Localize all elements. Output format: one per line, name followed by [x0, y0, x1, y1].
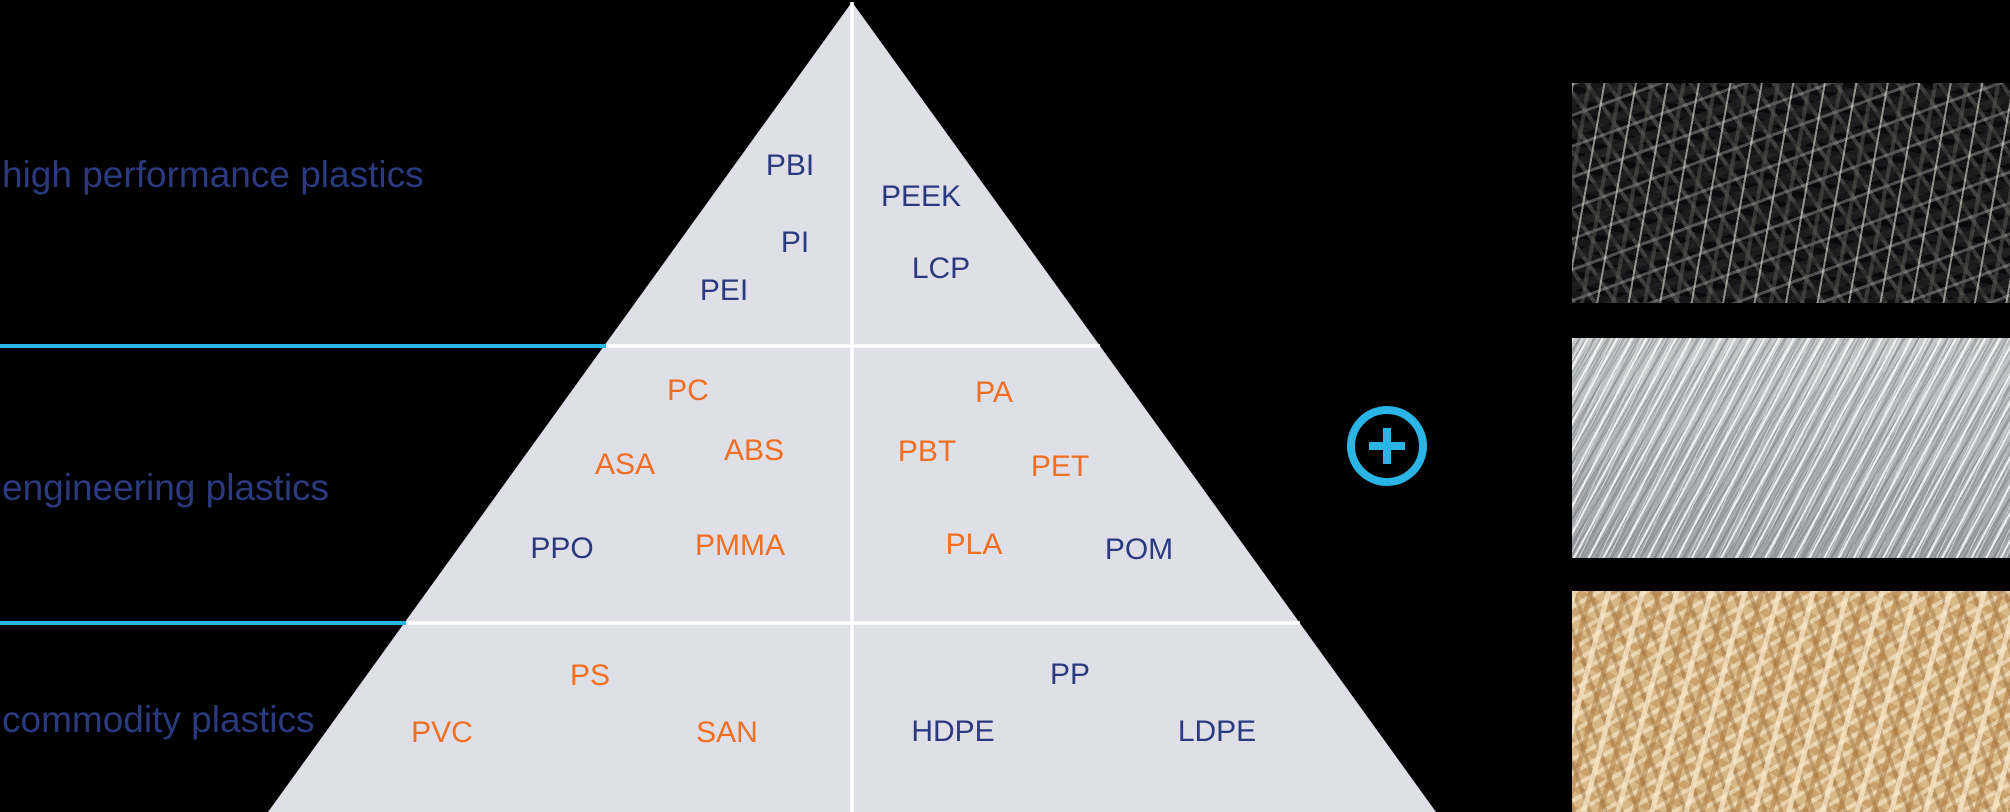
wood-shavings-texture-image — [1572, 591, 2010, 812]
material-label-asa: ASA — [594, 448, 656, 481]
category-label-engineering: engineering plastics — [2, 467, 330, 508]
material-label-peek: PEEK — [880, 180, 962, 213]
plus-icon[interactable] — [1337, 396, 1437, 496]
material-label-pvc: PVC — [411, 716, 473, 749]
material-label-pom: POM — [1104, 533, 1174, 566]
material-label-san: SAN — [696, 716, 758, 749]
category-label-high-performance: high performance plastics — [2, 154, 424, 195]
material-label-pla: PLA — [945, 528, 1003, 561]
material-label-lcp: LCP — [911, 252, 971, 285]
material-label-pp: PP — [1049, 658, 1091, 691]
material-label-abs: ABS — [723, 434, 785, 467]
category-label-commodity: commodity plastics — [2, 699, 315, 740]
brushed-aluminum-texture-image — [1572, 338, 2010, 558]
material-label-pa: PA — [975, 376, 1013, 409]
material-label-pei: PEI — [699, 274, 749, 307]
material-label-pc: PC — [667, 374, 709, 407]
material-label-ps: PS — [569, 659, 611, 692]
material-label-pbi: PBI — [765, 149, 815, 182]
material-label-pmma: PMMA — [695, 529, 785, 562]
material-label-pet: PET — [1030, 450, 1090, 483]
plus-icon-circle — [1347, 406, 1427, 486]
material-label-pbt: PBT — [897, 435, 957, 468]
carbon-fiber-strands-texture-image — [1572, 83, 2010, 303]
material-label-ppo: PPO — [530, 532, 594, 565]
material-label-pi: PI — [780, 226, 810, 259]
material-label-hdpe: HDPE — [911, 715, 995, 748]
material-label-ldpe: LDPE — [1177, 715, 1257, 748]
